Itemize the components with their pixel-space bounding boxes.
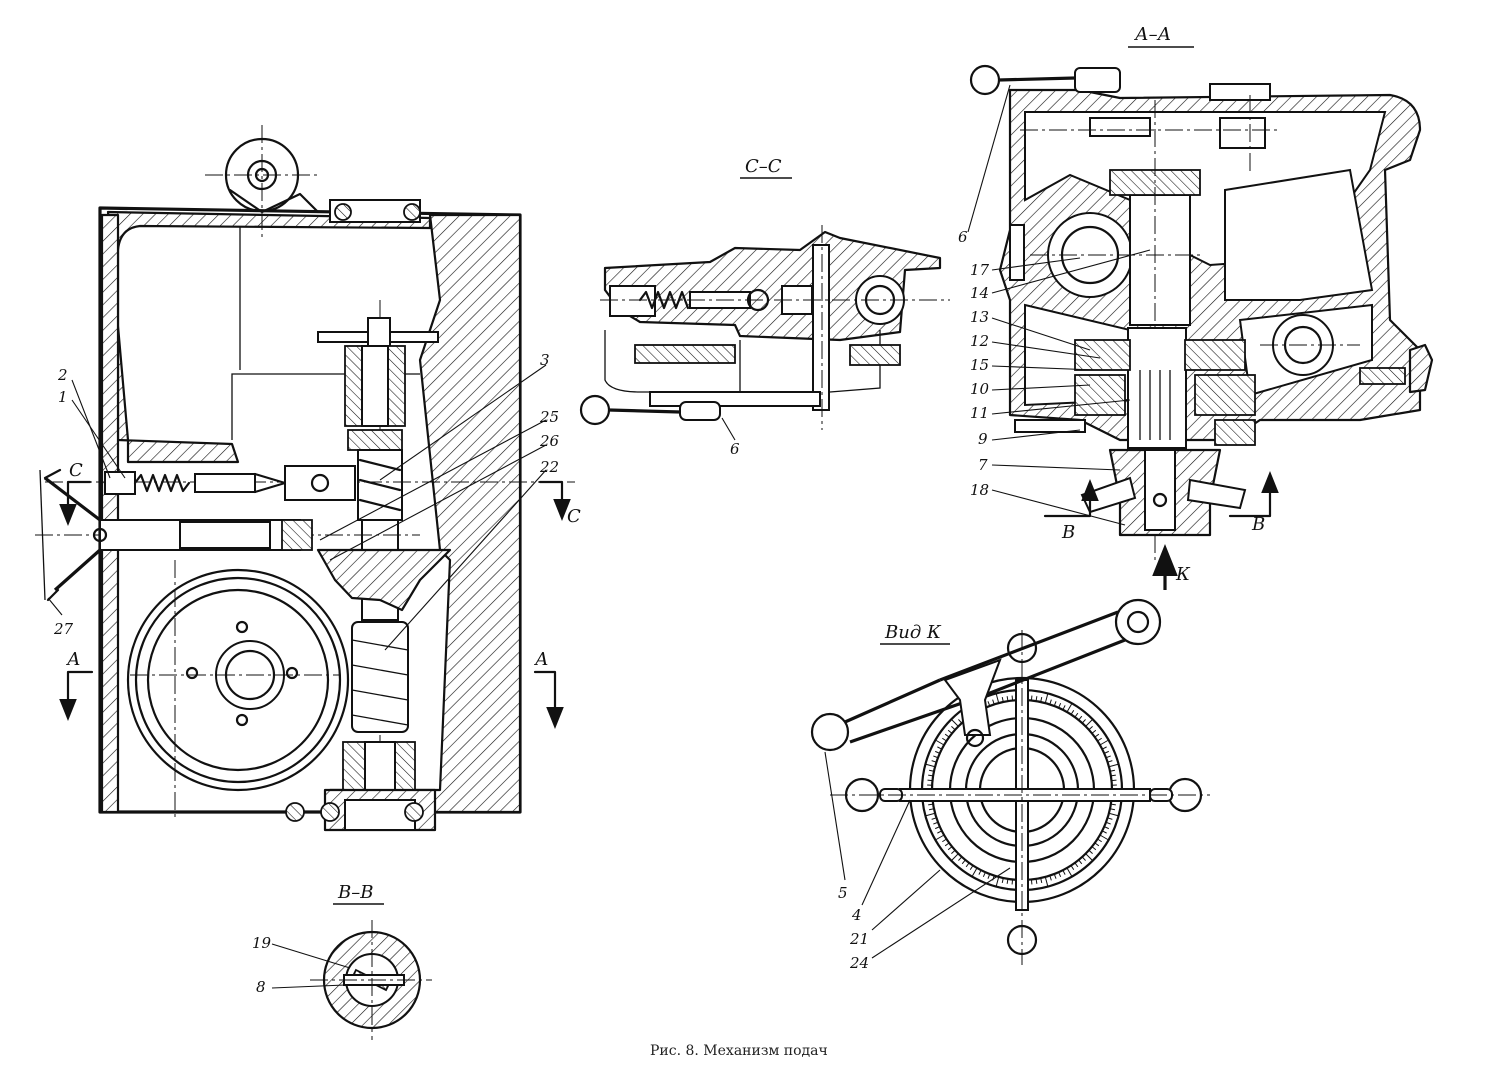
cut-mark-k: К	[1175, 564, 1191, 585]
section-bb	[310, 920, 432, 1040]
cut-mark-c-left: С	[69, 460, 83, 481]
label-5: 5	[838, 884, 848, 902]
cut-mark-a-left: А	[65, 649, 81, 670]
view-k-leaders	[824, 751, 1011, 959]
section-aa-title: А–А	[1133, 24, 1171, 45]
label-18: 18	[970, 481, 989, 499]
label-21: 21	[849, 930, 869, 948]
label-6-aa: 6	[958, 228, 968, 246]
cut-mark-c-right: С	[567, 506, 581, 527]
section-aa-leaders	[967, 84, 1151, 526]
label-6-cc: 6	[730, 440, 740, 458]
cut-mark-a-right: А	[533, 649, 549, 670]
section-cc-title: С–С	[745, 156, 782, 177]
label-17: 17	[970, 261, 990, 279]
view-k-title: Вид К	[884, 622, 942, 643]
label-13: 13	[970, 308, 989, 326]
label-11: 11	[970, 404, 989, 422]
label-22: 22	[539, 458, 559, 476]
label-3: 3	[540, 351, 550, 369]
cut-mark-b-left: В	[1061, 522, 1075, 543]
view-k	[810, 598, 1210, 965]
main-view-leaders	[47, 364, 547, 651]
section-bb-title: В–В	[337, 882, 373, 903]
label-27: 27	[53, 620, 74, 638]
dial-scale-ticks	[922, 690, 1122, 890]
section-aa	[969, 64, 1434, 590]
label-15: 15	[970, 356, 989, 374]
label-24: 24	[849, 954, 869, 972]
label-12: 12	[970, 332, 989, 350]
label-9: 9	[978, 430, 988, 448]
label-8: 8	[256, 978, 266, 996]
section-cc	[579, 225, 950, 430]
cut-mark-b-right: В	[1251, 514, 1265, 535]
figure-caption: Рис. 8. Механизм подач	[650, 1043, 828, 1059]
label-14: 14	[970, 284, 989, 302]
label-1: 1	[58, 388, 68, 406]
label-25: 25	[539, 408, 559, 426]
label-7: 7	[978, 456, 988, 474]
label-19: 19	[252, 934, 272, 952]
label-4: 4	[851, 906, 862, 924]
label-10: 10	[970, 380, 990, 398]
main-view	[35, 125, 575, 832]
label-2: 2	[57, 366, 68, 384]
label-26: 26	[539, 432, 560, 450]
